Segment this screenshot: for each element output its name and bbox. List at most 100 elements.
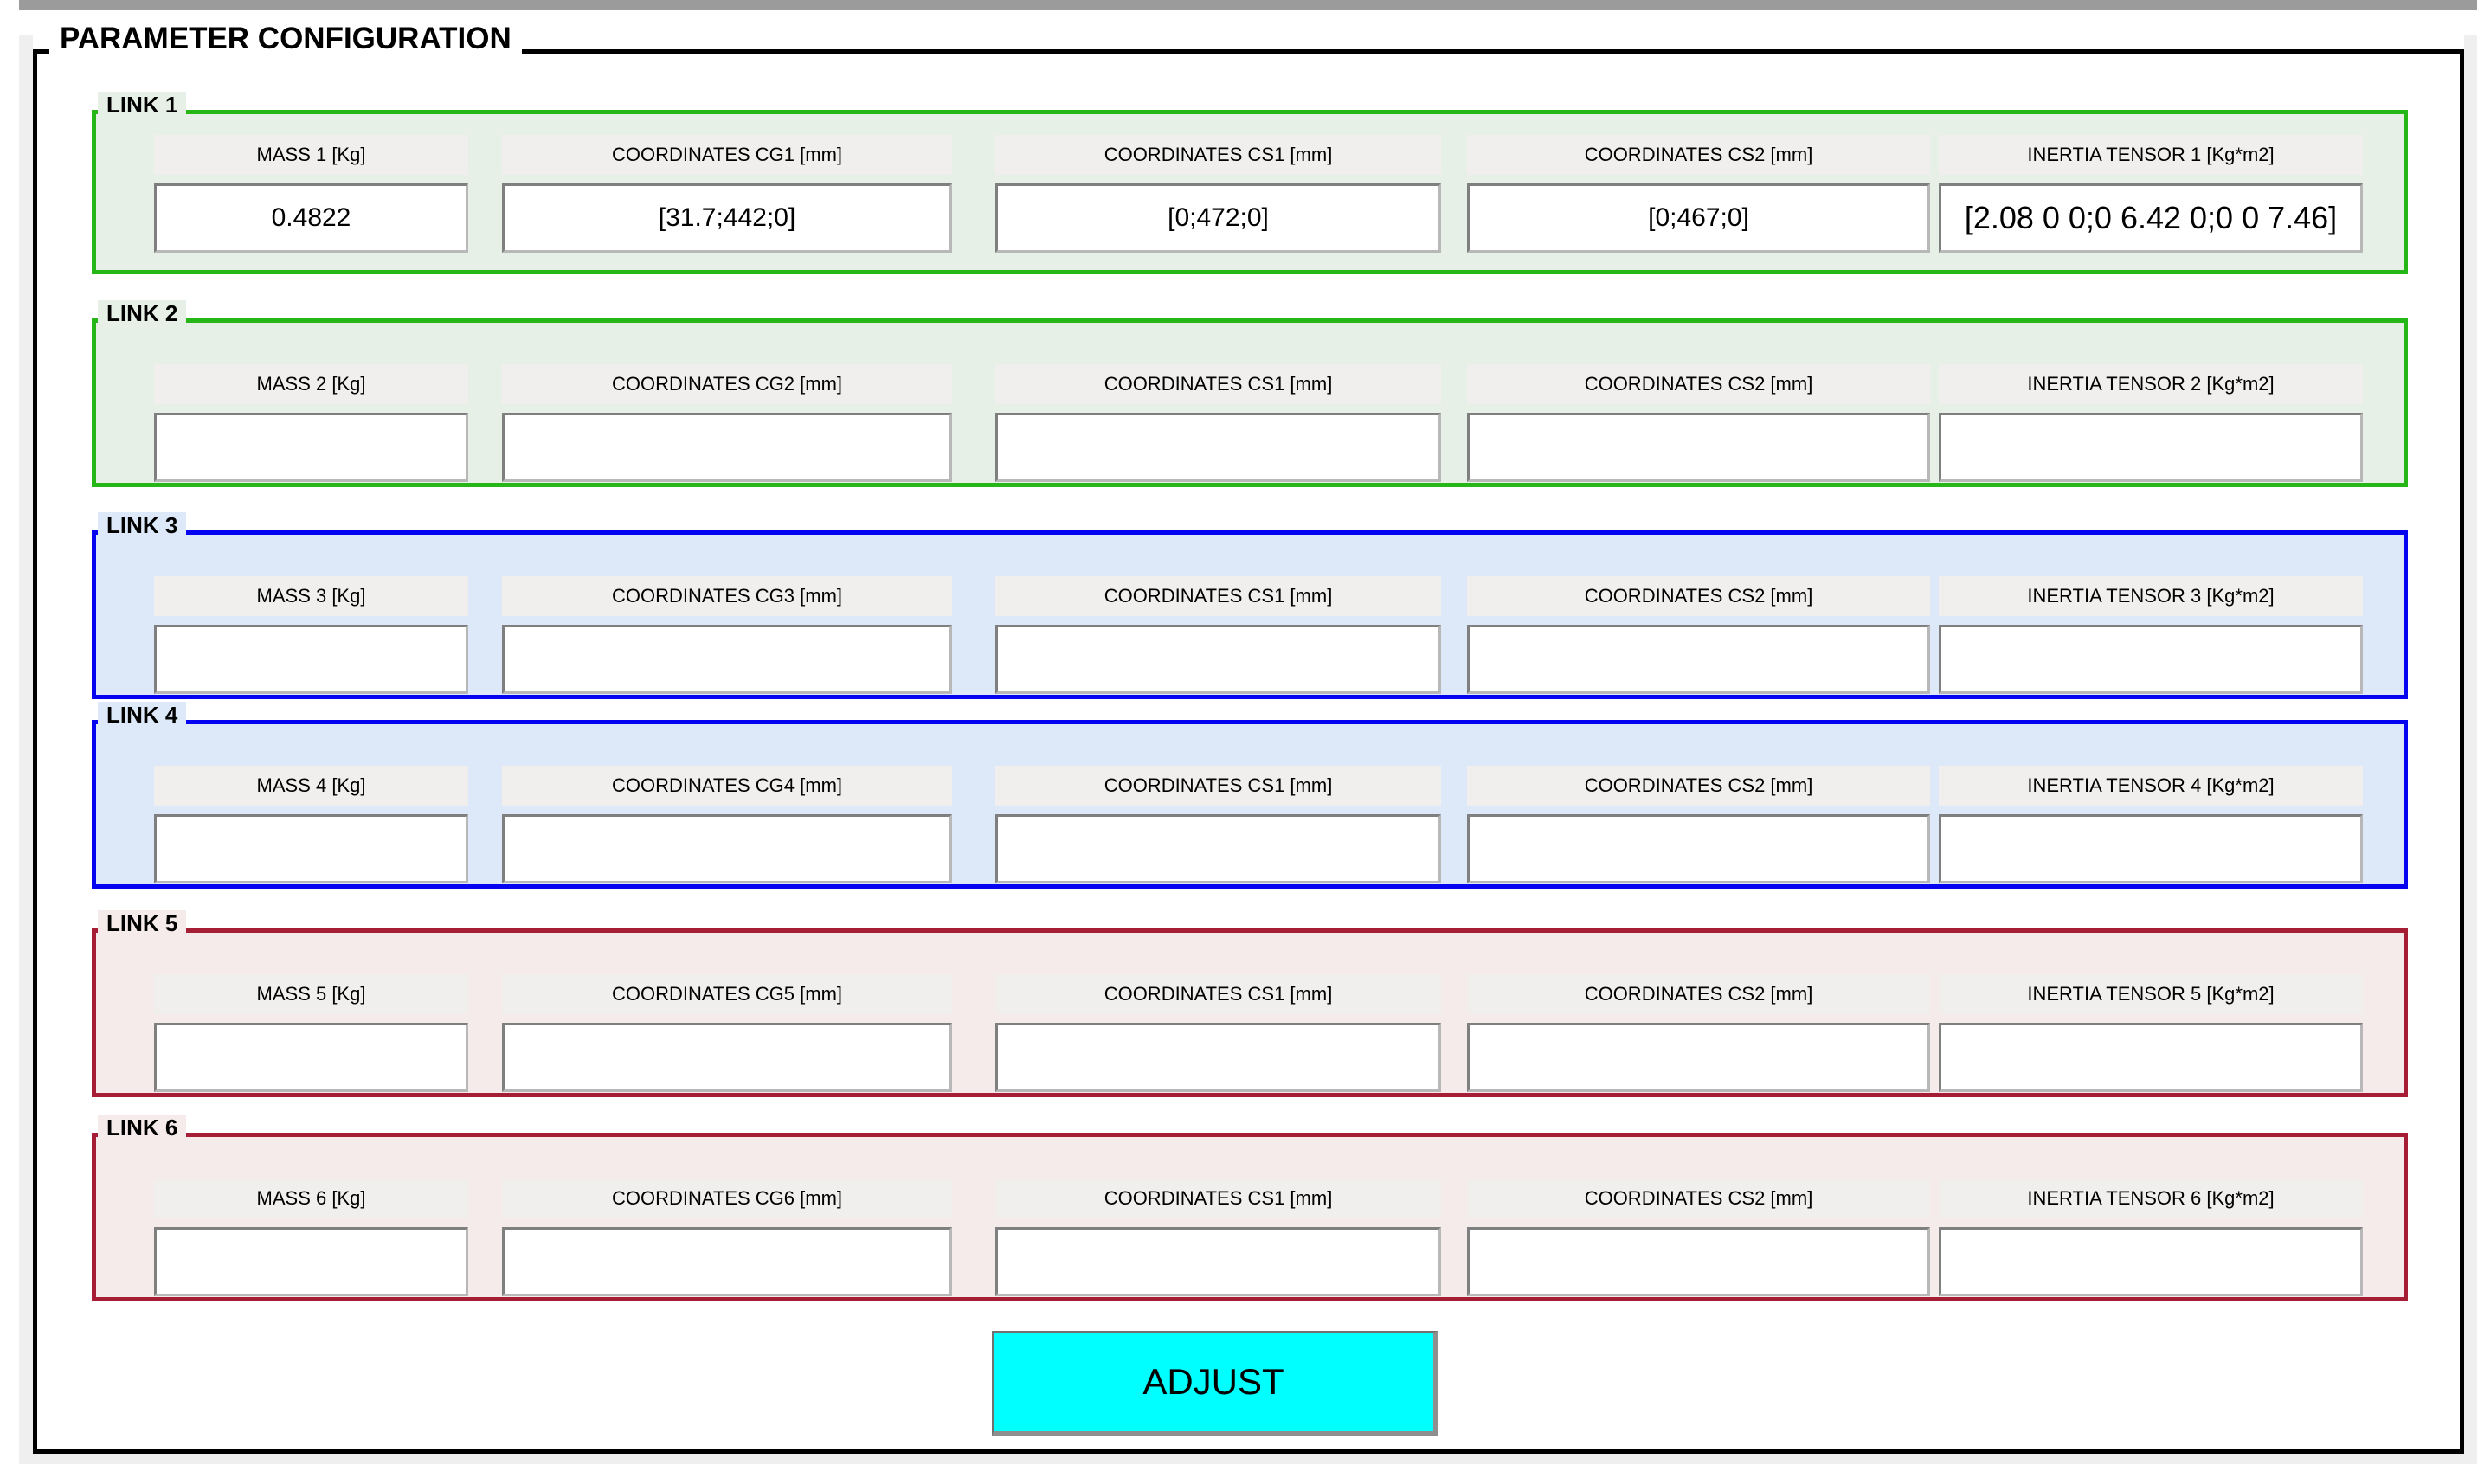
link-4-group: LINK 4 MASS 4 [Kg] COORDINATES CG4 [mm] … <box>92 702 2408 889</box>
link4-cg-input[interactable] <box>502 814 952 883</box>
link4-mass-label: MASS 4 [Kg] <box>154 766 468 806</box>
link4-cs1-field: COORDINATES CS1 [mm] <box>995 766 1441 883</box>
link6-inertia-input[interactable] <box>1939 1227 2363 1296</box>
link1-inertia-field: INERTIA TENSOR 1 [Kg*m2] <box>1939 135 2363 253</box>
link1-cg-input[interactable] <box>502 183 952 253</box>
link3-cs1-field: COORDINATES CS1 [mm] <box>995 576 1441 694</box>
figure-margin-left <box>19 35 33 1464</box>
link5-mass-field: MASS 5 [Kg] <box>154 974 468 1092</box>
link6-cs2-input[interactable] <box>1467 1227 1930 1296</box>
link5-cs2-field: COORDINATES CS2 [mm] <box>1467 974 1930 1092</box>
link-3-title: LINK 3 <box>98 512 187 538</box>
parameter-configuration-panel: PARAMETER CONFIGURATION LINK 1 MASS 1 [K… <box>33 21 2464 1454</box>
link2-cs2-input[interactable] <box>1467 413 1930 482</box>
figure-margin-bottom <box>19 1454 2477 1464</box>
link6-mass-input[interactable] <box>154 1227 468 1296</box>
link3-inertia-field: INERTIA TENSOR 3 [Kg*m2] <box>1939 576 2363 694</box>
link3-cs2-field: COORDINATES CS2 [mm] <box>1467 576 1930 694</box>
link-fields: MASS 5 [Kg] COORDINATES CG5 [mm] COORDIN… <box>96 933 2404 1093</box>
link6-inertia-label: INERTIA TENSOR 6 [Kg*m2] <box>1939 1179 2363 1218</box>
link6-cg-input[interactable] <box>502 1227 952 1296</box>
link1-cs2-field: COORDINATES CS2 [mm] <box>1467 135 1930 253</box>
link6-cs1-label: COORDINATES CS1 [mm] <box>995 1179 1441 1218</box>
link6-cg-field: COORDINATES CG6 [mm] <box>502 1179 952 1296</box>
link4-mass-field: MASS 4 [Kg] <box>154 766 468 883</box>
link3-cg-input[interactable] <box>502 625 952 694</box>
figure-margin-right <box>2464 35 2477 1464</box>
link5-cg-input[interactable] <box>502 1023 952 1092</box>
link6-mass-label: MASS 6 [Kg] <box>154 1179 468 1218</box>
link4-cs1-label: COORDINATES CS1 [mm] <box>995 766 1441 806</box>
link4-cs2-input[interactable] <box>1467 814 1930 883</box>
link5-cg-field: COORDINATES CG5 [mm] <box>502 974 952 1092</box>
link3-cs1-input[interactable] <box>995 625 1441 694</box>
link-fields: MASS 4 [Kg] COORDINATES CG4 [mm] COORDIN… <box>96 724 2404 884</box>
link2-cg-label: COORDINATES CG2 [mm] <box>502 364 952 404</box>
link2-inertia-input[interactable] <box>1939 413 2363 482</box>
link2-cs2-field: COORDINATES CS2 [mm] <box>1467 364 1930 482</box>
link-2-title: LINK 2 <box>98 300 187 326</box>
link6-cs2-field: COORDINATES CS2 [mm] <box>1467 1179 1930 1296</box>
link2-cs1-input[interactable] <box>995 413 1441 482</box>
link2-mass-input[interactable] <box>154 413 468 482</box>
link-1-title: LINK 1 <box>98 92 187 118</box>
link5-cs2-input[interactable] <box>1467 1023 1930 1092</box>
link6-cs1-input[interactable] <box>995 1227 1441 1296</box>
link1-cs1-label: COORDINATES CS1 [mm] <box>995 135 1441 175</box>
link5-inertia-input[interactable] <box>1939 1023 2363 1092</box>
link3-cs1-label: COORDINATES CS1 [mm] <box>995 576 1441 616</box>
link3-cg-label: COORDINATES CG3 [mm] <box>502 576 952 616</box>
link1-cg-field: COORDINATES CG1 [mm] <box>502 135 952 253</box>
link4-cs2-label: COORDINATES CS2 [mm] <box>1467 766 1930 806</box>
link2-cs1-label: COORDINATES CS1 [mm] <box>995 364 1441 404</box>
link5-cs1-label: COORDINATES CS1 [mm] <box>995 974 1441 1014</box>
link2-inertia-field: INERTIA TENSOR 2 [Kg*m2] <box>1939 364 2363 482</box>
link-3-group: LINK 3 MASS 3 [Kg] COORDINATES CG3 [mm] … <box>92 512 2408 699</box>
link6-cs2-label: COORDINATES CS2 [mm] <box>1467 1179 1930 1218</box>
link5-cs1-input[interactable] <box>995 1023 1441 1092</box>
link3-inertia-input[interactable] <box>1939 625 2363 694</box>
link2-inertia-label: INERTIA TENSOR 2 [Kg*m2] <box>1939 364 2363 404</box>
link3-cs2-input[interactable] <box>1467 625 1930 694</box>
link4-cs1-input[interactable] <box>995 814 1441 883</box>
link5-cs2-label: COORDINATES CS2 [mm] <box>1467 974 1930 1014</box>
link5-mass-input[interactable] <box>154 1023 468 1092</box>
link2-cg-input[interactable] <box>502 413 952 482</box>
link5-inertia-field: INERTIA TENSOR 5 [Kg*m2] <box>1939 974 2363 1092</box>
link1-cs2-input[interactable] <box>1467 183 1930 253</box>
link1-inertia-input[interactable] <box>1939 183 2363 253</box>
link1-cs2-label: COORDINATES CS2 [mm] <box>1467 135 1930 175</box>
link-1-group: LINK 1 MASS 1 [Kg] COORDINATES CG1 [mm] … <box>92 92 2408 274</box>
link-fields: MASS 6 [Kg] COORDINATES CG6 [mm] COORDIN… <box>96 1137 2404 1297</box>
link3-cg-field: COORDINATES CG3 [mm] <box>502 576 952 694</box>
link3-mass-input[interactable] <box>154 625 468 694</box>
link4-cs2-field: COORDINATES CS2 [mm] <box>1467 766 1930 883</box>
link-fields: MASS 3 [Kg] COORDINATES CG3 [mm] COORDIN… <box>96 535 2404 695</box>
link3-mass-field: MASS 3 [Kg] <box>154 576 468 694</box>
link4-inertia-input[interactable] <box>1939 814 2363 883</box>
link3-cs2-label: COORDINATES CS2 [mm] <box>1467 576 1930 616</box>
window-top-edge <box>19 0 2477 10</box>
link-5-title: LINK 5 <box>98 910 187 936</box>
link4-inertia-label: INERTIA TENSOR 4 [Kg*m2] <box>1939 766 2363 806</box>
link1-cs1-field: COORDINATES CS1 [mm] <box>995 135 1441 253</box>
link4-mass-input[interactable] <box>154 814 468 883</box>
link6-inertia-field: INERTIA TENSOR 6 [Kg*m2] <box>1939 1179 2363 1296</box>
link2-cs1-field: COORDINATES CS1 [mm] <box>995 364 1441 482</box>
link-fields: MASS 2 [Kg] COORDINATES CG2 [mm] COORDIN… <box>96 323 2404 483</box>
link3-inertia-label: INERTIA TENSOR 3 [Kg*m2] <box>1939 576 2363 616</box>
link6-cg-label: COORDINATES CG6 [mm] <box>502 1179 952 1218</box>
link5-cs1-field: COORDINATES CS1 [mm] <box>995 974 1441 1092</box>
link4-cg-field: COORDINATES CG4 [mm] <box>502 766 952 883</box>
link4-cg-label: COORDINATES CG4 [mm] <box>502 766 952 806</box>
adjust-button[interactable]: ADJUST <box>992 1331 1438 1436</box>
link1-cs1-input[interactable] <box>995 183 1441 253</box>
link-groups: LINK 1 MASS 1 [Kg] COORDINATES CG1 [mm] … <box>37 54 2460 1449</box>
link6-mass-field: MASS 6 [Kg] <box>154 1179 468 1296</box>
link-6-title: LINK 6 <box>98 1115 187 1140</box>
link-4-title: LINK 4 <box>98 702 187 728</box>
link1-mass-label: MASS 1 [Kg] <box>154 135 468 175</box>
link1-mass-input[interactable] <box>154 183 468 253</box>
link5-inertia-label: INERTIA TENSOR 5 [Kg*m2] <box>1939 974 2363 1014</box>
link1-mass-field: MASS 1 [Kg] <box>154 135 468 253</box>
